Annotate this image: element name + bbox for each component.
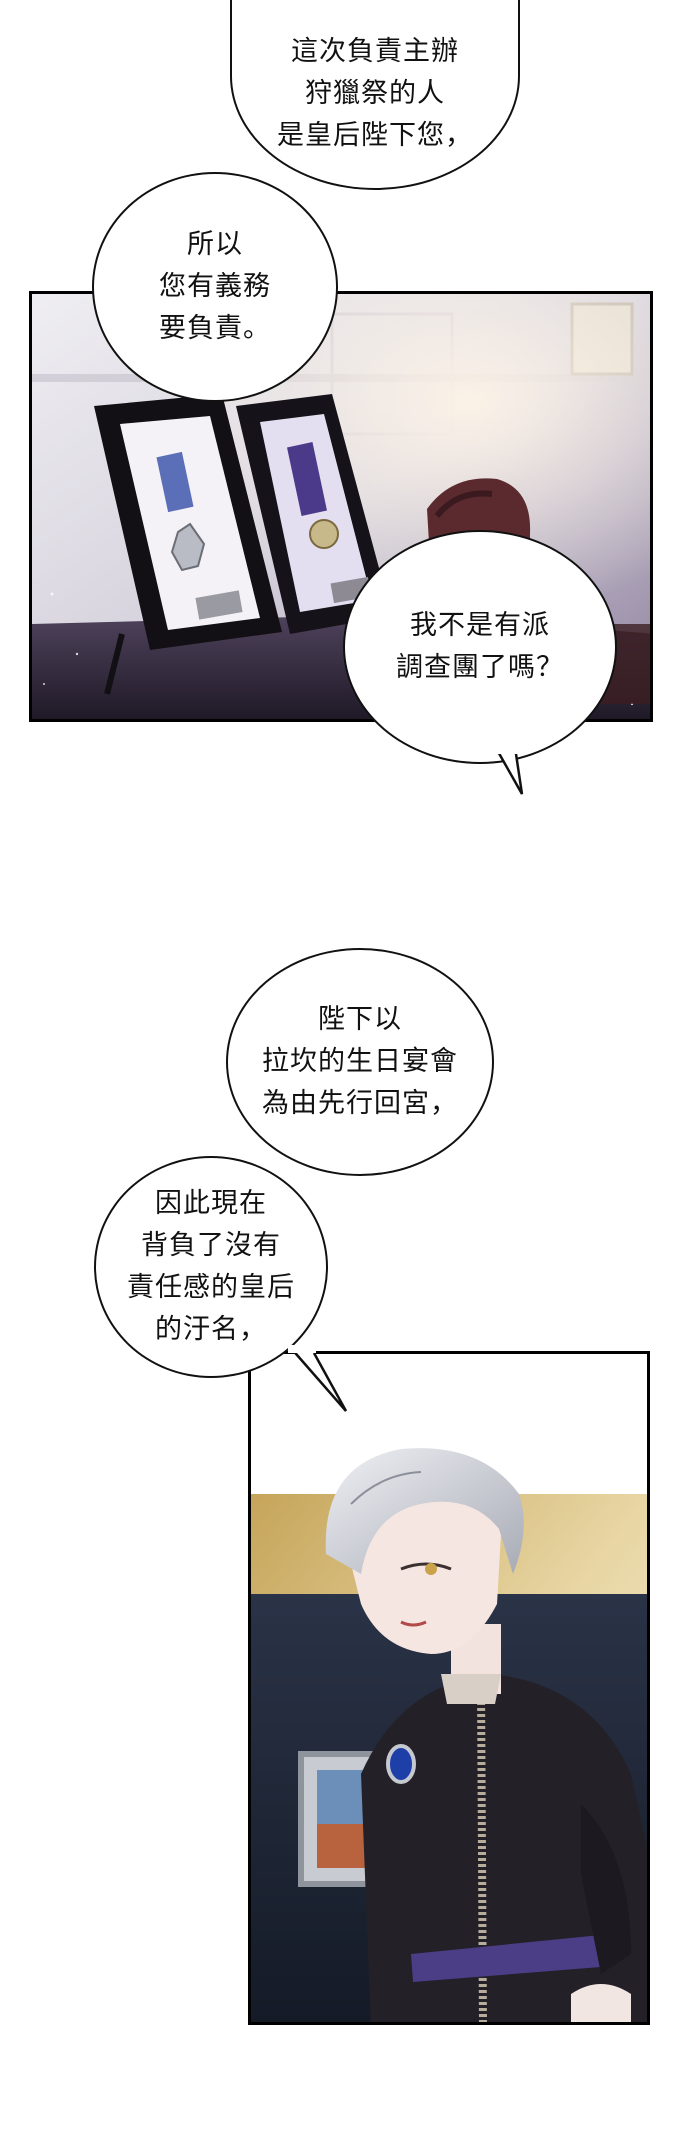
silver-hair (325, 1448, 524, 1574)
mouth (400, 1620, 427, 1627)
speech-text-4: 陛下以 拉坎的生日宴會 為由先行回宮， (262, 1004, 458, 1119)
speech-bubble-1: 這次負責主辦 狩獵祭的人 是皇后陛下您， (230, 0, 520, 190)
medal-star-silver (170, 522, 206, 572)
speech-bubble-3: 我不是有派 調查團了嗎？ (343, 530, 617, 764)
sapphire-brooch (386, 1744, 416, 1784)
speech-text-2: 所以 您有義務 要負責。 (159, 229, 271, 344)
hair-strand (350, 1471, 422, 1505)
speech-text-3: 我不是有派 調查團了嗎？ (396, 610, 564, 683)
chair-carving (434, 490, 493, 518)
panel-man-art (251, 1354, 647, 2022)
shirt-collar (441, 1674, 501, 1704)
hand (571, 1984, 631, 2022)
medal-round-gold (309, 519, 339, 549)
dark-coat (361, 1674, 647, 2022)
speech-text-1: 這次負責主辦 狩獵祭的人 是皇后陛下您， (277, 36, 473, 151)
speech-tail-5 (288, 1345, 348, 1412)
panel-man (248, 1351, 650, 2025)
speech-text-5: 因此現在 背負了沒有 責任感的皇后 的汙名， (127, 1188, 295, 1345)
medal-frame-left (94, 394, 282, 695)
speech-tail-3 (494, 748, 524, 795)
speech-bubble-4: 陛下以 拉坎的生日宴會 為由先行回宮， (226, 948, 494, 1176)
frame-stand-left (104, 633, 125, 695)
coat-arm (581, 1804, 631, 1974)
speech-bubble-5: 因此現在 背負了沒有 責任感的皇后 的汙名， (94, 1156, 328, 1378)
eye-iris (425, 1563, 437, 1575)
medal-ribbon-blue (156, 451, 194, 513)
speech-bubble-2: 所以 您有義務 要負責。 (92, 172, 338, 402)
medal-ribbon-purple (287, 442, 327, 516)
purple-belt (411, 1934, 613, 1982)
medal-plaque-left (195, 590, 243, 620)
eye (400, 1562, 452, 1571)
